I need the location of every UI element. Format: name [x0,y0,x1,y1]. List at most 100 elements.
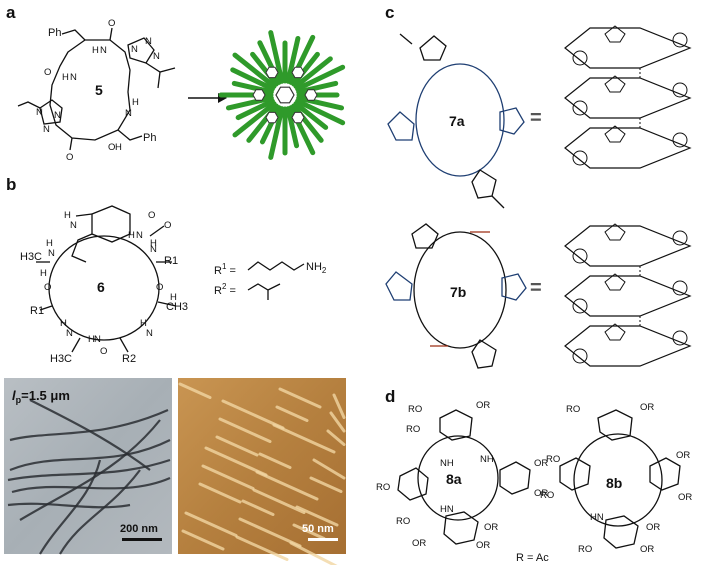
compound-5-triazole-n4: N [54,110,61,121]
r1-superscript: 1 [222,262,227,271]
afm-fiber [218,417,272,443]
tem-fiber [9,439,171,472]
r-ac-footnote: R = Ac [516,552,549,564]
compound-5-o-2: O [108,142,115,153]
stack-layer [564,225,692,267]
stack-furanose [672,280,688,296]
afm-fiber [221,399,285,430]
assembly-ring [265,66,279,79]
stack-7a-image [564,25,692,169]
stack-7b-image [564,223,692,367]
stack-triazole [604,125,626,143]
compound-8a-or-5: OR [412,538,426,549]
stack-furanose [572,100,588,116]
compound-6-n5: N [146,328,153,339]
stack-furanose [572,248,588,264]
compound-6-h8: H [40,268,47,279]
stack-furanose [672,132,688,148]
assembly-spoke [235,98,275,121]
compound-6-h7: H [150,238,157,249]
assembly-spoke [295,64,346,92]
compound-5-triazole-n5: N [36,107,43,118]
compound-5-triazole-n1: N [131,44,138,55]
assembly-spoke [295,98,346,126]
compound-6-r1-left: R1 [30,305,44,317]
stack-furanose [672,330,688,346]
stack-furanose [572,348,588,364]
tem-fiber [7,502,131,509]
compound-6-o4: O [44,282,51,293]
tem-fiber [11,476,171,494]
compound-5-ph-bottom: Ph [143,132,156,144]
assembly-ring [252,89,266,101]
assembly-spoke [291,103,324,143]
compound-8a-structure [397,409,531,545]
compound-8b-ro-4: RO [578,544,592,555]
afm-fiber [278,387,322,409]
compound-8a-ro-4: RO [396,516,410,527]
compound-8b-structure [559,409,681,549]
tem-fiber [7,458,171,482]
assembly-spoke [246,103,279,143]
compound-6-id: 6 [97,279,105,295]
compound-6-h5: H [140,318,147,329]
assembly-spoke [293,56,333,89]
assembly-spoke [285,35,301,84]
afm-image [178,378,346,565]
compound-6-h3c-top: H3C [20,251,42,263]
compound-8a-hn: HN [440,504,454,515]
compound-5-ph-top: Ph [48,27,61,39]
compound-6-h10: H [170,292,177,303]
assembly-spoke [268,106,285,160]
tem-scale-bar [122,538,162,541]
afm-fiber [295,505,339,527]
compound-5-o-top: O [108,18,115,29]
assembly-spoke [291,51,320,87]
afm-fiber [184,511,238,537]
stack-furanose [572,50,588,66]
panel-b-label: b [6,175,16,194]
compound-7a-structure [387,33,525,209]
compound-7a-id: 7a [449,113,465,129]
stack-furanose [672,82,688,98]
afm-fiber [258,452,292,469]
assembly-spoke [232,101,277,138]
assembly-spoke [268,30,285,84]
stack-layer [564,77,692,119]
tem-fiber [39,459,102,555]
afm-fiber [204,446,268,477]
r2-equals: = [226,285,235,297]
compound-6-n3: N [48,248,55,259]
compound-8a-or-4: OR [484,522,498,533]
compound-8b-ro-3: RO [540,490,554,501]
assembly-spoke [285,106,300,149]
compound-6-ch3-right: CH3 [166,301,188,313]
compound-5-triazole-n6: N [43,124,50,135]
afm-scale-bar [308,538,338,541]
compound-8b-id: 8b [606,475,622,491]
nanotube-assembly-image [218,30,346,160]
assembly-spoke [225,95,274,111]
stack-furanose [572,150,588,166]
svg-text:R2 =: R2 = [214,282,236,297]
compound-5-o-3: O [44,67,51,78]
tem-fiber [59,469,141,555]
assembly-spoke [259,105,282,145]
compound-6-n2: N [136,230,143,241]
compound-8b-or-2: OR [676,450,690,461]
afm-fiber [241,499,275,516]
compound-5-hn-2h: H [62,72,69,83]
compound-8a-ro-1: RO [408,404,422,415]
afm-fiber [289,541,338,565]
compound-8b-or-3: OR [678,492,692,503]
compound-5-structure [17,27,176,151]
stack-layer [564,325,692,367]
compound-6-h6: H [88,334,95,345]
assembly-core [275,86,295,104]
assembly-ring [265,111,279,124]
compound-8a-nh-2: NH [480,454,494,465]
assembly-spoke [296,80,339,95]
compound-8a-nh-1: NH [440,458,454,469]
panel-d-label: d [385,387,395,406]
afm-fiber [272,423,336,454]
